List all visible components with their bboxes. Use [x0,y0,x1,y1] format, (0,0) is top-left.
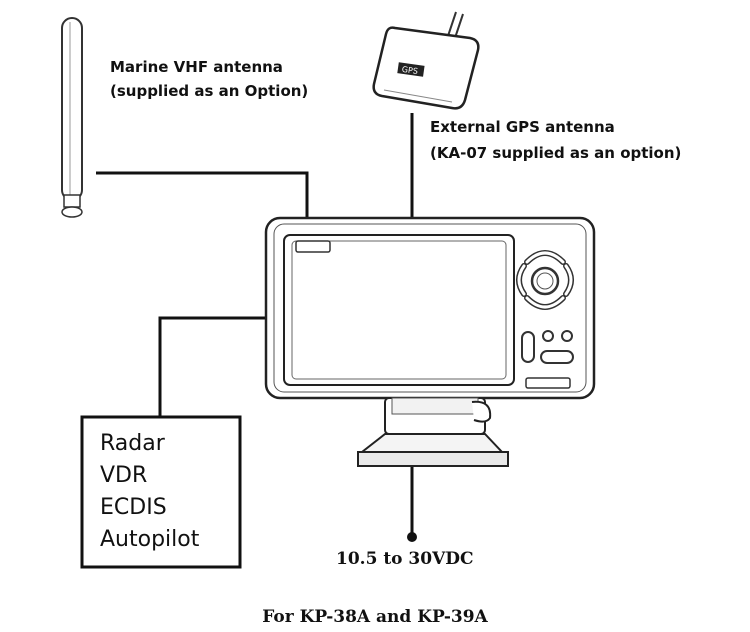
device-item-ecdis: ECDIS [100,495,167,520]
power-button-icon [525,377,571,389]
devices-box [80,415,242,569]
vhf-label-line2: (supplied as an Option) [110,82,308,100]
side-button-icon [521,331,535,363]
gps-label-line2: (KA-07 supplied as an option) [430,144,681,162]
power-connector-dot [407,532,417,542]
diagram-caption: For KP-38A and KP-39A [262,607,488,627]
gps-antenna-icon: GPS [372,11,480,110]
vhf-label-line1: Marine VHF antenna [110,58,283,76]
device-item-autopilot: Autopilot [100,527,200,552]
vhf-antenna-icon [61,17,83,218]
device-item-radar: Radar [100,431,166,456]
power-label: 10.5 to 30VDC [336,549,474,569]
gps-label-line1: External GPS antenna [430,118,615,136]
wide-button-icon [540,350,574,364]
vhf-cable [96,171,309,218]
small-button-icon [542,330,554,342]
display-unit [264,216,596,400]
nmea-cable [158,316,265,416]
mount-bracket-icon [357,397,509,467]
small-button-icon [561,330,573,342]
device-item-vdr: VDR [100,463,147,488]
dpad-icon [516,250,574,310]
gps-badge-text: GPS [401,65,418,76]
